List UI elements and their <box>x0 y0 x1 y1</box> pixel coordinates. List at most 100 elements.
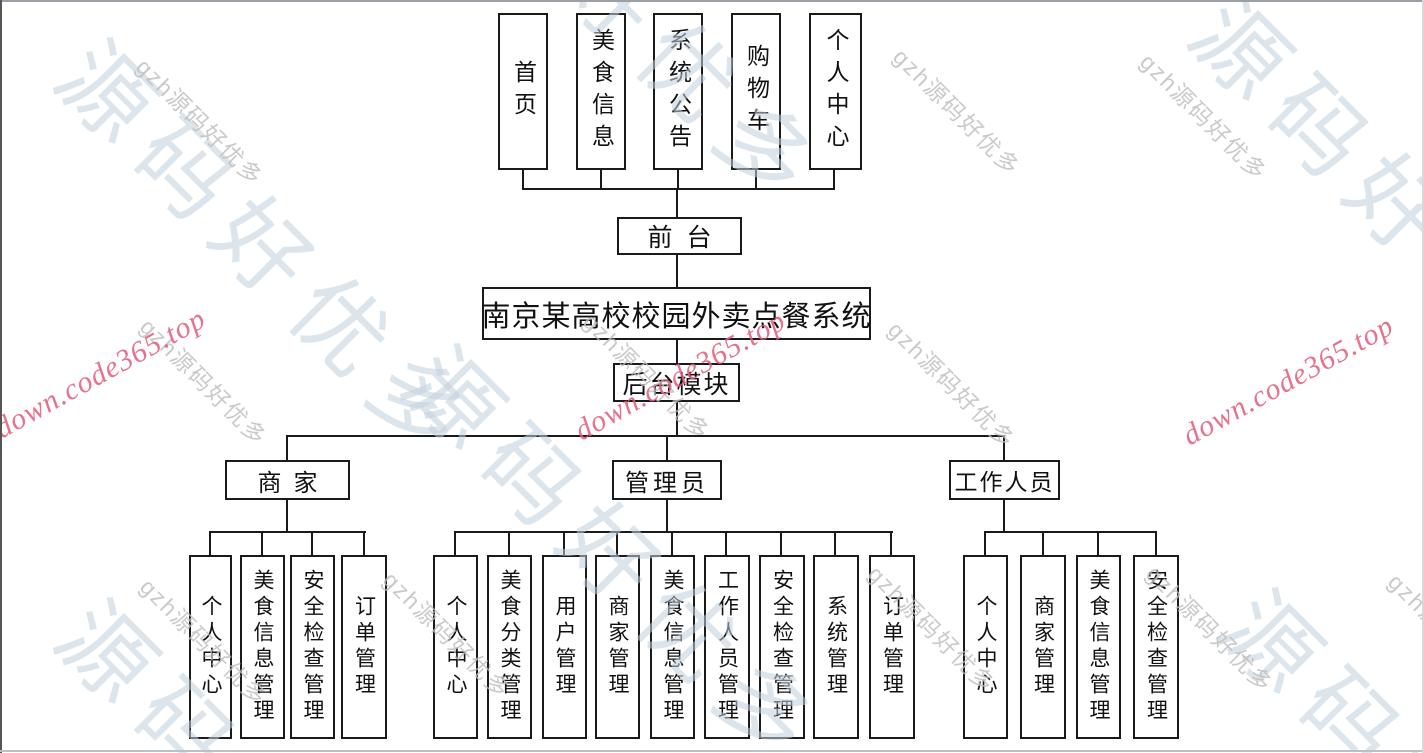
role-label: 商家 <box>257 470 330 497</box>
child-box-admin-safety-check-mgmt: 安全检查管理 <box>759 555 805 739</box>
connector-line <box>833 170 835 190</box>
connector-line <box>676 188 678 219</box>
back-module-label: 后台模块 <box>622 371 731 399</box>
front-module-box-cart: 购物车 <box>731 13 781 170</box>
connector-line <box>666 435 668 461</box>
child-box-admin-food-info-mgmt: 美食信息管理 <box>650 555 695 739</box>
front-module-label: 首页 <box>510 59 536 124</box>
connector-line <box>286 500 288 533</box>
watermark-small-text: gzh源码好优多 <box>1135 48 1273 186</box>
child-box-admin-merchant-mgmt: 商家管理 <box>595 555 640 739</box>
child-label: 订单管理 <box>352 595 377 699</box>
connector-line <box>209 531 366 533</box>
watermark-small-text: gzh源码好优多 <box>1383 568 1424 706</box>
child-box-merchant-food-info-mgmt: 美食信息管理 <box>240 555 285 739</box>
front-node-box: 前台 <box>617 217 742 255</box>
connector-line <box>563 531 565 555</box>
connector-line <box>666 499 668 533</box>
watermark-large-text: 源码好优多 <box>1201 574 1424 753</box>
front-module-label: 个人中心 <box>823 27 848 156</box>
connector-line <box>676 255 678 289</box>
role-box-staff: 工作人员 <box>949 460 1060 500</box>
connector-line <box>676 402 678 437</box>
connector-line <box>508 531 510 555</box>
connector-line <box>984 531 1157 533</box>
connector-line <box>600 170 602 190</box>
child-box-merchant-personal-center: 个人中心 <box>189 555 232 739</box>
child-box-merchant-safety-check-mgmt: 安全检查管理 <box>290 555 335 739</box>
connector-line <box>1003 499 1005 533</box>
child-label: 个人中心 <box>199 595 223 699</box>
role-label: 管理员 <box>625 470 709 497</box>
page-border-left <box>0 0 2 753</box>
connector-line <box>1097 531 1099 555</box>
child-label: 订单管理 <box>880 595 905 699</box>
child-label: 安全检查管理 <box>770 569 795 725</box>
child-label: 商家管理 <box>1031 595 1056 699</box>
role-box-admin: 管理员 <box>612 460 722 500</box>
child-label: 安全检查管理 <box>1144 569 1169 725</box>
connector-line <box>1003 435 1005 461</box>
child-label: 商家管理 <box>606 595 630 699</box>
connector-line <box>286 435 1005 437</box>
connector-line <box>616 531 618 555</box>
system-title: 南京某高校校园外卖点餐系统 <box>481 300 872 333</box>
child-box-admin-staff-mgmt: 工作人员管理 <box>704 555 750 739</box>
role-label: 工作人员 <box>954 470 1055 495</box>
child-label: 美食信息管理 <box>251 569 275 725</box>
child-label: 个人中心 <box>444 595 468 699</box>
connector-line <box>522 170 524 190</box>
front-module-box-system-notice: 系统公告 <box>653 13 703 170</box>
front-node-label: 前台 <box>647 225 726 252</box>
connector-line <box>677 170 679 190</box>
system-title-box: 南京某高校校园外卖点餐系统 <box>482 287 871 340</box>
connector-line <box>311 531 313 555</box>
watermark-large-text: 源码好优多 <box>36 24 498 486</box>
connector-line <box>676 340 678 365</box>
page-border-bottom <box>0 750 1424 752</box>
watermark-small-text: gzh源码好优多 <box>883 316 1021 454</box>
connector-line <box>209 531 211 555</box>
child-label: 安全检查管理 <box>301 569 325 725</box>
connector-line <box>780 531 782 555</box>
connector-line <box>834 531 836 555</box>
child-box-staff-personal-center: 个人中心 <box>963 555 1008 739</box>
connector-line <box>454 531 893 533</box>
front-module-label: 系统公告 <box>665 27 691 156</box>
child-box-admin-order-mgmt: 订单管理 <box>869 555 915 739</box>
watermark-small-text: gzh源码好优多 <box>888 43 1026 181</box>
role-box-merchant: 商家 <box>225 460 350 500</box>
front-module-box-food-info: 美食信息 <box>576 13 626 170</box>
child-label: 个人中心 <box>974 595 998 699</box>
connector-line <box>261 531 263 555</box>
child-box-admin-personal-center: 个人中心 <box>433 555 478 739</box>
connector-line <box>363 531 365 555</box>
connector-line <box>755 170 757 190</box>
child-label: 美食信息管理 <box>661 569 685 725</box>
watermark-small-text: gzh源码好优多 <box>135 313 273 451</box>
watermark-large-text: 源码好优多 <box>1170 0 1424 443</box>
connector-line <box>725 531 727 555</box>
child-label: 美食信息管理 <box>1087 569 1111 725</box>
child-box-staff-merchant-mgmt: 商家管理 <box>1020 555 1066 739</box>
connector-line <box>984 531 986 555</box>
page-border-top <box>0 0 1424 2</box>
child-box-admin-system-mgmt: 系统管理 <box>813 555 859 739</box>
connector-line <box>890 531 892 555</box>
watermark-url-text: down.code365.top <box>0 301 212 446</box>
front-module-label: 购物车 <box>743 43 769 140</box>
watermark-small-text: gzh源码好优多 <box>131 53 269 191</box>
front-module-box-home: 首页 <box>498 13 548 170</box>
back-module-box: 后台模块 <box>613 363 740 402</box>
connector-line <box>1042 531 1044 555</box>
child-box-staff-safety-check-mgmt: 安全检查管理 <box>1133 555 1179 739</box>
child-label: 工作人员管理 <box>715 569 740 725</box>
child-box-admin-user-mgmt: 用户管理 <box>542 555 587 739</box>
connector-line <box>671 531 673 555</box>
front-module-label: 美食信息 <box>588 27 614 156</box>
child-label: 系统管理 <box>824 595 849 699</box>
child-label: 美食分类管理 <box>498 569 522 725</box>
front-module-box-personal-center: 个人中心 <box>809 13 862 170</box>
connector-line <box>286 435 288 461</box>
